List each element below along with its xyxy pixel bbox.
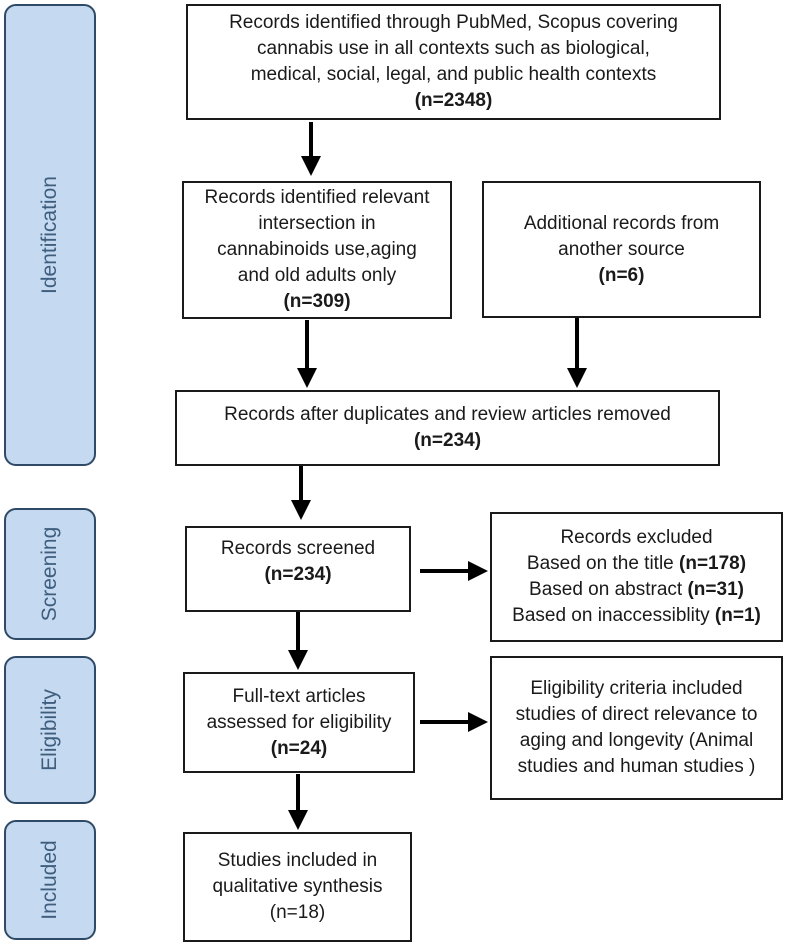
box-records-excluded: Records excluded Based on the title (n=1… — [490, 512, 783, 642]
box-count: (n=309) — [283, 291, 351, 312]
box-text-line: Records identified relevant — [204, 187, 430, 208]
box-eligibility-criteria: Eligibility criteria included studies of… — [490, 656, 783, 800]
box-text-line: qualitative synthesis — [212, 876, 383, 897]
reason-count: (n=31) — [687, 579, 744, 600]
box-count: (n=234) — [264, 564, 332, 585]
box-text-line: and old adults only — [237, 265, 397, 286]
stage-screening: Screening — [4, 508, 96, 640]
exclusion-reason: Based on the title (n=178) — [527, 551, 746, 577]
box-records-relevant-intersection: Records identified relevant intersection… — [182, 181, 452, 319]
box-additional-records: Additional records from another source (… — [482, 181, 761, 318]
reason-count: (n=1) — [714, 605, 761, 626]
box-text-line: medical, social, legal, and public healt… — [250, 64, 657, 85]
box-text-line: cannabinoids use,aging — [217, 239, 417, 260]
box-text-line: cannabis use in all contexts such as bio… — [257, 38, 650, 59]
box-text-line: Studies included in — [217, 850, 378, 871]
box-text-line: studies and human studies ) — [517, 756, 756, 777]
reason-text: Based on the title — [526, 553, 680, 574]
exclusion-reason: Based on inaccessiblity (n=1) — [512, 603, 761, 629]
box-text-line: intersection in — [258, 213, 376, 234]
box-text-line: assessed for eligibility — [206, 711, 392, 733]
box-studies-included: Studies included in qualitative synthesi… — [183, 832, 412, 942]
box-records-after-duplicates: Records after duplicates and review arti… — [175, 390, 720, 466]
reason-text: Based on inaccessiblity — [512, 605, 715, 626]
reason-count: (n=178) — [679, 553, 747, 574]
box-full-text-articles: Full-text articles assessed for eligibil… — [183, 672, 415, 773]
box-records-screened: Records screened (n=234) — [185, 526, 411, 612]
box-count: (n=2348) — [414, 90, 493, 111]
box-text-line: studies of direct relevance to — [515, 704, 758, 725]
reason-text: Based on abstract — [529, 579, 688, 600]
box-text-line: Records after duplicates and review arti… — [224, 404, 671, 425]
box-records-identified-pubmed-scopus: Records identified through PubMed, Scopu… — [186, 4, 721, 120]
box-text-line: Full-text articles — [232, 685, 366, 707]
box-count: (n=24) — [270, 737, 328, 759]
stage-eligibility: Eligibility — [4, 656, 96, 804]
box-text-line: aging and longevity (Animal — [519, 730, 754, 751]
box-count: (n=18) — [269, 902, 326, 923]
box-text-line: Records excluded — [560, 527, 713, 548]
stage-identification: Identification — [4, 4, 96, 466]
box-text-line: another source — [558, 238, 685, 260]
exclusion-reason: Based on abstract (n=31) — [529, 577, 744, 603]
box-text-line: Records screened — [220, 538, 376, 559]
box-count: (n=6) — [598, 264, 645, 286]
box-count: (n=234) — [413, 430, 482, 451]
box-text-line: Additional records from — [523, 212, 720, 234]
box-text-line: Records identified through PubMed, Scopu… — [229, 12, 678, 33]
stage-included: Included — [4, 820, 96, 940]
box-text-line: Eligibility criteria included — [530, 678, 743, 699]
